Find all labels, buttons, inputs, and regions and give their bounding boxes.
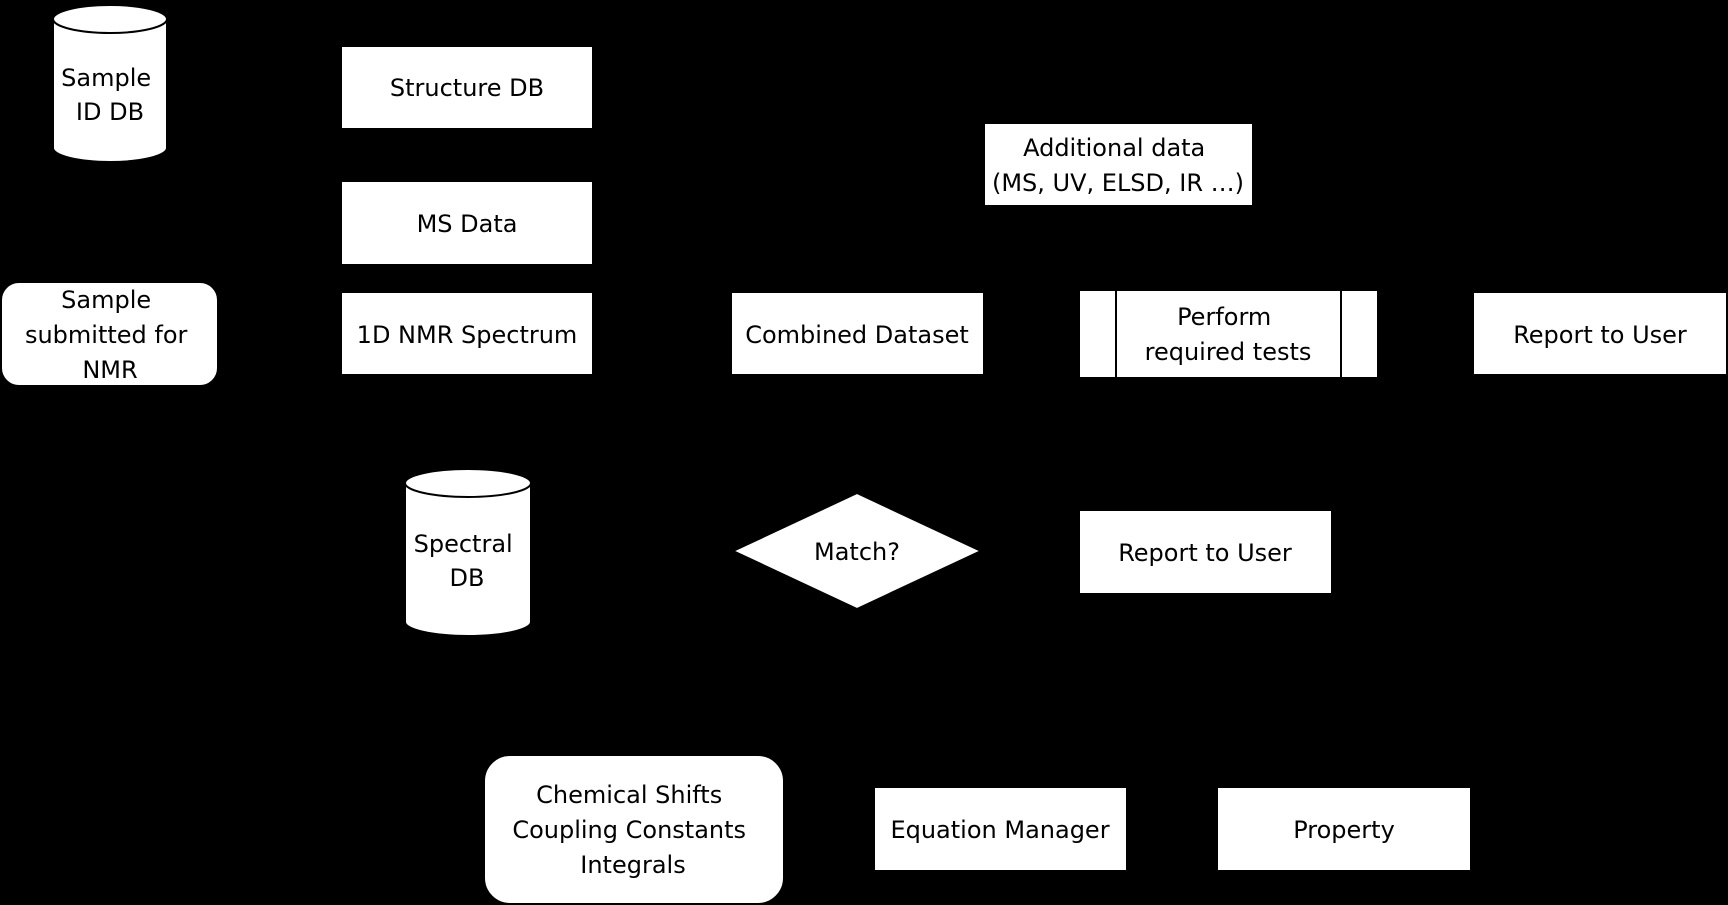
report-to-user-mid-node: Report to User [1078, 509, 1333, 595]
match-decision-label: Match? [814, 538, 900, 566]
sample-submitted-label: Sample submitted for NMR [25, 286, 195, 384]
combined-dataset-node: Combined Dataset [730, 291, 985, 376]
database-cylinder-rim [404, 482, 532, 498]
sample-submitted-node: Sample submitted for NMR [0, 281, 219, 387]
report-to-user-top-node: Report to User [1472, 291, 1728, 376]
nmr-parameters-label: Chemical Shifts Coupling Constants Integ… [512, 781, 753, 879]
nmr-parameters-line-1: Chemical Shifts [536, 781, 722, 809]
sample-id-db-line-1: Sample [61, 64, 151, 92]
sample-submitted-line-3: NMR [82, 356, 137, 384]
database-cylinder-shape [52, 4, 168, 163]
sample-submitted-line-2: submitted for [25, 321, 188, 349]
additional-data-node: Additional data (MS, UV, ELSD, IR …) [983, 122, 1254, 207]
nmr-parameters-node: Chemical Shifts Coupling Constants Integ… [483, 754, 785, 905]
report-to-user-top-label: Report to User [1513, 321, 1687, 349]
perform-tests-line-1: Perform [1177, 303, 1271, 331]
perform-tests-line-2: required tests [1145, 338, 1312, 366]
additional-data-line-1: Additional data [1023, 134, 1205, 162]
database-cylinder-shape [404, 468, 532, 637]
ms-data-label: MS Data [417, 210, 518, 238]
sample-submitted-line-1: Sample [61, 286, 151, 314]
nmr-spectrum-node: 1D NMR Spectrum [340, 291, 594, 376]
spectral-db-line-2: DB [450, 564, 485, 592]
nmr-parameters-line-2: Coupling Constants [512, 816, 746, 844]
database-cylinder-rim [52, 18, 168, 34]
spectral-db-line-1: Spectral [414, 530, 513, 558]
property-label: Property [1293, 816, 1395, 844]
spectral-db-label: Spectral DB [414, 530, 521, 592]
structure-db-node: Structure DB [340, 45, 594, 130]
equation-manager-node: Equation Manager [873, 786, 1128, 872]
spectral-db-node: Spectral DB [404, 468, 532, 637]
ms-data-node: MS Data [340, 180, 594, 266]
nmr-spectrum-label: 1D NMR Spectrum [357, 321, 578, 349]
sample-id-db-node: Sample ID DB [52, 4, 168, 163]
report-to-user-mid-label: Report to User [1118, 539, 1292, 567]
perform-tests-label: Perform required tests [1145, 303, 1312, 366]
sample-id-db-line-2: ID DB [76, 98, 144, 126]
structure-db-label: Structure DB [390, 74, 544, 102]
equation-manager-label: Equation Manager [890, 816, 1109, 844]
additional-data-line-2: (MS, UV, ELSD, IR …) [992, 169, 1244, 197]
perform-tests-node: Perform required tests [1078, 289, 1379, 379]
additional-data-label: Additional data (MS, UV, ELSD, IR …) [992, 134, 1244, 197]
match-decision-node: Match? [730, 491, 984, 611]
property-node: Property [1216, 786, 1472, 872]
combined-dataset-label: Combined Dataset [745, 321, 969, 349]
nmr-parameters-line-3: Integrals [580, 851, 685, 879]
sample-id-db-label: Sample ID DB [61, 64, 159, 126]
